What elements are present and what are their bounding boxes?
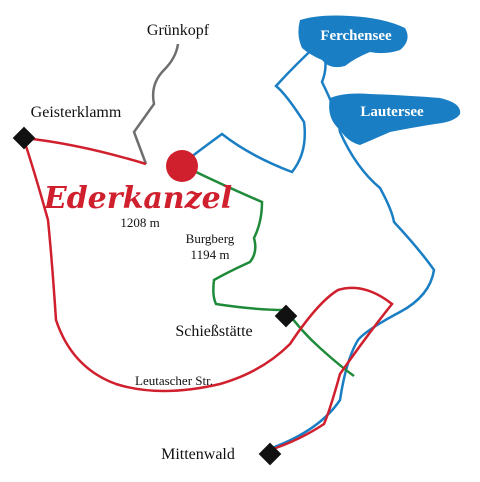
label-ederkanzel: Ederkanzel — [43, 181, 232, 216]
waypoint-mittenwald-icon — [258, 442, 282, 466]
route-green — [195, 170, 355, 378]
label-lautersee: Lautersee — [360, 104, 424, 120]
label-ferchensee: Ferchensee — [320, 28, 392, 44]
label-schiessstaette: Schießstätte — [175, 323, 252, 340]
label-leutascher-str: Leutascher Str. — [135, 373, 213, 388]
lake-lautersee — [329, 93, 461, 145]
route-red — [22, 136, 394, 452]
summit-marker-icon — [166, 150, 198, 182]
label-ederkanzel-elevation: 1208 m — [120, 215, 159, 230]
label-mittenwald: Mittenwald — [161, 446, 235, 463]
label-geisterklamm: Geisterklamm — [31, 104, 122, 121]
label-gruenkopf: Grünkopf — [147, 22, 210, 39]
label-burgberg-elevation: 1194 m — [191, 247, 230, 262]
waypoint-schiessstaette-icon — [274, 304, 298, 328]
route-blue — [181, 39, 436, 450]
waypoint-geisterklamm-icon — [12, 126, 36, 150]
route-grey — [132, 43, 180, 165]
label-burgberg: Burgberg — [186, 231, 235, 246]
